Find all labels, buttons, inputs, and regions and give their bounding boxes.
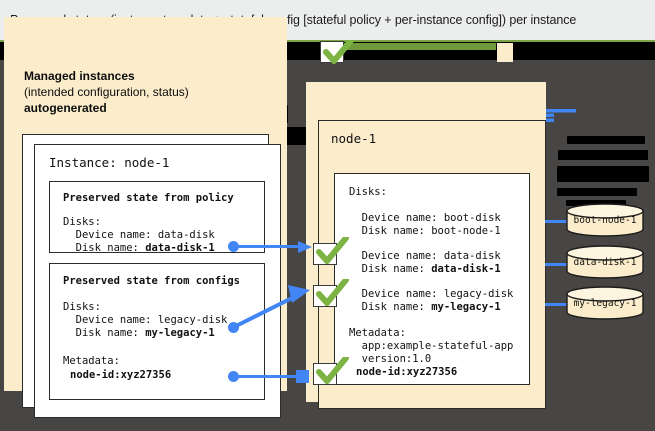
node-entry-1-disk: Disk name: data-disk-1 [349, 262, 501, 276]
checkbox-metadata[interactable] [313, 363, 337, 385]
disk-cylinder-icon [566, 203, 644, 237]
node-entry-0-device: Device name: boot-disk [349, 212, 501, 224]
node-entry-1-value: data-disk-1 [431, 263, 501, 275]
disk-cylinder-icon [566, 286, 644, 320]
node-entry-2-prefix: Disk name: [349, 301, 432, 313]
node-disks-label: Disks: [349, 186, 387, 198]
redaction-bar-6 [557, 166, 649, 182]
connector-line-policy [234, 245, 308, 248]
configs-box-disk-value: my-legacy-1 [145, 327, 215, 339]
disk-label-boot-node-1: boot-node-1 [573, 215, 637, 226]
redaction-bar-8 [566, 200, 626, 206]
node-metadata-label: Metadata: [349, 327, 406, 339]
connector-line-data-disk [545, 263, 573, 266]
connector-dot-configs-meta [228, 371, 239, 382]
header-cream-square [497, 43, 513, 62]
policy-box-disks-label: Disks: [63, 216, 101, 228]
redaction-bar-5 [558, 150, 648, 160]
connector-line-my-legacy [545, 303, 573, 306]
heading-line-1: Managed instances [24, 69, 135, 83]
node-disks-box: Disks: Device name: boot-disk Disk name:… [334, 173, 530, 385]
disk-cylinder-boot-node-1[interactable]: boot-node-1 [565, 203, 645, 237]
heading-line-2: (intended configuration, status) [24, 85, 189, 99]
connector-arrow-configs-disk [233, 285, 310, 329]
node-entry-1-device: Device name: data-disk [349, 250, 501, 262]
node-entry-0-disk: Disk name: boot-node-1 [349, 224, 501, 238]
configs-box-disks-label: Disks: [63, 301, 101, 313]
heading-line-3: autogenerated [24, 101, 107, 115]
node-entry-0-prefix: Disk name: [349, 225, 432, 237]
configs-box-disk-prefix: Disk name: [63, 327, 146, 339]
configs-box-title: Preserved state from configs [63, 275, 241, 287]
redaction-bar-4 [567, 136, 645, 144]
configs-box-device-line: Device name: legacy-disk [63, 314, 228, 326]
policy-box-disk-prefix: Disk name: [63, 242, 146, 254]
node-metadata-line-0: app:example-stateful-app [349, 340, 514, 352]
policy-box-title: Preserved state from policy [63, 192, 234, 204]
preserved-state-policy-box: Preserved state from policy Disks: Devic… [49, 181, 265, 255]
node-metadata-bold: node-id:xyz27356 [356, 366, 458, 378]
disk-label-my-legacy-1: my-legacy-1 [573, 298, 637, 309]
configs-box-metadata-value: node-id:xyz27356 [70, 369, 172, 381]
connector-square-configs-meta [296, 370, 309, 383]
connector-line-configs-meta [234, 375, 308, 378]
header-green-bar [342, 43, 496, 50]
connector-arrow-policy [298, 241, 312, 253]
node-entry-2-device: Device name: legacy-disk [349, 288, 514, 300]
disk-cylinder-my-legacy-1[interactable]: my-legacy-1 [565, 286, 645, 320]
header-checkbox[interactable] [320, 41, 344, 63]
policy-box-disk-line: Disk name: data-disk-1 [63, 241, 215, 255]
redaction-bar-7 [557, 188, 637, 196]
configs-box-metadata-label: Metadata: [63, 355, 120, 367]
connector-dot-policy [228, 241, 239, 252]
policy-box-device-line: Device name: data-disk [63, 229, 215, 241]
node-entry-2-disk: Disk name: my-legacy-1 [349, 300, 501, 314]
node-metadata-line-1: version:1.0 [349, 353, 432, 365]
instance-title: Instance: node-1 [49, 155, 170, 170]
disk-cylinder-icon [566, 245, 644, 279]
connector-line-boot-disk [545, 220, 573, 223]
node-title: node-1 [331, 131, 377, 146]
policy-box-disk-value: data-disk-1 [145, 242, 215, 254]
connector-dot-configs-disk [228, 322, 239, 333]
disk-label-data-disk-1: data-disk-1 [573, 257, 637, 268]
disk-cylinder-data-disk-1[interactable]: data-disk-1 [565, 245, 645, 279]
managed-instances-heading: Managed instances (intended configuratio… [24, 68, 264, 116]
node-entry-0-value: boot-node-1 [431, 225, 501, 237]
configs-box-disk-line: Disk name: my-legacy-1 [63, 326, 215, 340]
node-entry-2-value: my-legacy-1 [431, 301, 501, 313]
checkbox-data-disk[interactable] [313, 243, 337, 265]
node-entry-1-prefix: Disk name: [349, 263, 432, 275]
